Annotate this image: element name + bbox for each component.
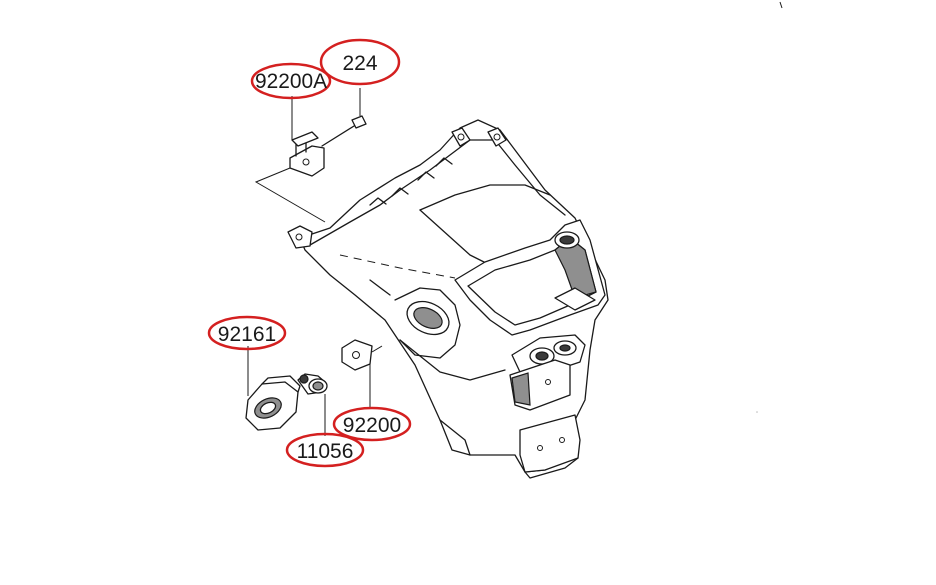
callout-92161-label: 92161 xyxy=(218,323,276,346)
callout-92200: 92200 xyxy=(332,406,412,442)
callout-92161: 92161 xyxy=(207,315,287,351)
callout-224-label: 224 xyxy=(342,52,377,75)
bushing-11056-part xyxy=(297,373,328,436)
grommet-92161-part xyxy=(245,346,301,431)
scan-dot xyxy=(756,411,758,413)
callout-11056: 11056 xyxy=(285,432,365,468)
bracket-92200-part xyxy=(341,339,383,408)
callout-92200a: 92200A xyxy=(250,62,332,100)
rear-fender-assembly xyxy=(287,119,609,479)
clamp-92200a-part xyxy=(254,131,326,223)
callout-92200a-label: 92200A xyxy=(255,70,327,93)
callout-92200-label: 92200 xyxy=(343,414,401,437)
scan-mark xyxy=(779,1,783,9)
callout-224: 224 xyxy=(319,38,401,86)
bolt-224-part xyxy=(321,88,367,147)
callout-11056-label: 11056 xyxy=(297,440,354,463)
